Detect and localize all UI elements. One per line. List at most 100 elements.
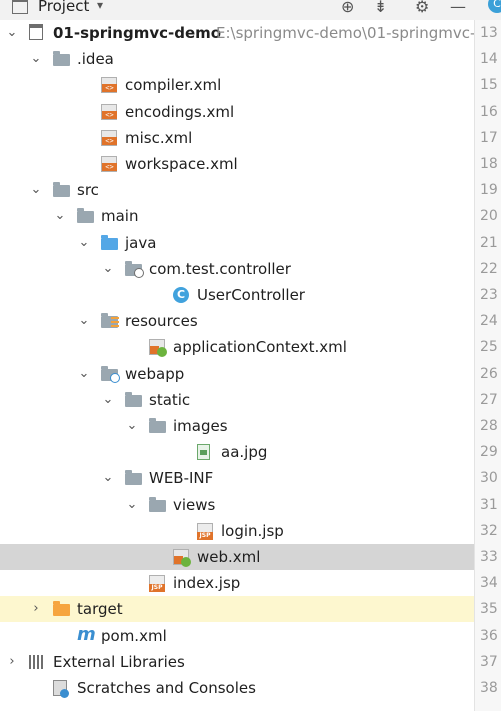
folder-icon — [53, 182, 70, 198]
line-number: 23 — [480, 287, 498, 303]
chevron-down-icon[interactable]: ⌄ — [78, 234, 90, 250]
tree-item-label: resources — [125, 312, 198, 331]
line-number: 19 — [480, 182, 498, 199]
chevron-down-icon[interactable]: ⌄ — [78, 313, 90, 329]
chevron-down-icon[interactable]: ⌄ — [102, 260, 114, 276]
chevron-down-icon[interactable]: ⌄ — [102, 470, 114, 486]
web-xml-icon — [173, 549, 191, 567]
chevron-down-icon[interactable]: ⌄ — [30, 51, 42, 67]
tree-row[interactable]: ⌄ java — [0, 230, 474, 256]
tree-item-label: .idea — [77, 50, 114, 69]
panel-title[interactable]: Project — [38, 0, 90, 15]
tree-row[interactable]: login.jsp — [0, 518, 474, 544]
tree-item-label: Scratches and Consoles — [77, 679, 256, 697]
tree-row[interactable]: compiler.xml — [0, 72, 474, 98]
tree-item-label: compiler.xml — [125, 76, 222, 95]
chevron-down-icon[interactable]: ⌄ — [6, 25, 18, 40]
tree-item-label: target — [77, 600, 123, 619]
tree-item-label: workspace.xml — [125, 155, 238, 173]
tree-row[interactable]: ⌄ .idea — [0, 46, 474, 72]
tree-row[interactable]: misc.xml — [0, 125, 474, 151]
web-folder-icon — [101, 365, 120, 383]
tree-item-label: misc.xml — [125, 128, 193, 147]
tree-item-label: pom.xml — [101, 626, 167, 645]
tree-item-label: aa.jpg — [221, 443, 268, 462]
tree-row[interactable]: ⌄ webapp — [0, 361, 474, 387]
line-number: 33 — [480, 549, 498, 565]
jsp-file-icon — [149, 575, 165, 593]
tree-row[interactable]: ⌄ resources — [0, 308, 474, 334]
tree-row[interactable]: ⌄images — [0, 413, 474, 439]
line-number: 17 — [480, 129, 498, 146]
line-number: 30 — [480, 470, 498, 487]
folder-icon — [125, 391, 142, 407]
module-path: E:\springmvc-demo\01-springmvc-c — [216, 24, 474, 42]
module-folder-icon — [29, 24, 43, 40]
line-number: 28 — [480, 418, 498, 434]
source-folder-icon — [101, 234, 118, 250]
tree-row[interactable]: applicationContext.xml — [0, 334, 474, 360]
line-number: 37 — [480, 653, 498, 670]
tree-item-label: applicationContext.xml — [173, 338, 347, 357]
chevron-right-icon[interactable]: › — [33, 601, 39, 617]
tree-row[interactable]: ›External Libraries — [0, 649, 474, 675]
hide-icon[interactable]: — — [450, 0, 466, 16]
line-number: 35 — [480, 601, 498, 618]
tree-item-label: main — [101, 207, 139, 226]
chevron-down-icon[interactable]: ⌄ — [126, 496, 138, 512]
tree-row[interactable]: web.xml — [0, 544, 474, 570]
tree-item-label: java — [125, 233, 157, 252]
chevron-down-icon[interactable]: ⌄ — [78, 365, 90, 381]
tree-row[interactable]: › target — [0, 596, 474, 623]
chevron-down-icon[interactable]: ⌄ — [126, 418, 138, 433]
line-number: 22 — [480, 260, 498, 277]
chevron-right-icon[interactable]: › — [9, 653, 15, 669]
tree-item-label: webapp — [125, 364, 185, 383]
tree-row[interactable]: ⌄static — [0, 387, 474, 413]
tree-row[interactable]: index.jsp — [0, 570, 474, 596]
folder-icon — [53, 51, 70, 67]
line-number: 16 — [480, 103, 498, 120]
line-number: 38 — [480, 680, 498, 696]
tree-item-label: UserController — [197, 286, 305, 304]
locate-icon[interactable]: ⊕ — [341, 0, 355, 16]
tree-row[interactable]: ⌄src — [0, 177, 474, 203]
package-icon — [125, 260, 144, 278]
chevron-down-icon[interactable]: ⌄ — [30, 182, 42, 198]
tree-row[interactable]: encodings.xml — [0, 99, 474, 125]
gear-icon[interactable]: ⚙ — [415, 0, 430, 16]
spring-xml-icon — [149, 339, 167, 358]
line-number: 18 — [480, 156, 498, 172]
tree-row[interactable]: Scratches and Consoles — [0, 675, 474, 701]
folder-icon — [149, 418, 166, 433]
tree-item-label: 01-springmvc-demo — [53, 24, 222, 42]
image-file-icon — [197, 444, 210, 461]
chevron-down-icon[interactable]: ⌄ — [102, 391, 114, 407]
class-tab-icon[interactable]: C — [488, 0, 501, 13]
tree-row[interactable]: ⌄com.test.controller — [0, 256, 474, 282]
tree-row[interactable]: m pom.xml — [0, 623, 474, 649]
tree-row[interactable]: ⌄ views — [0, 492, 474, 518]
line-number: 29 — [480, 444, 498, 461]
tree-item-label: views — [173, 495, 216, 514]
maven-icon: m — [77, 623, 96, 645]
tree-row[interactable]: aa.jpg — [0, 439, 474, 465]
tree-row[interactable]: ⌄ main — [0, 203, 474, 229]
chevron-down-icon[interactable]: ⌄ — [54, 208, 66, 224]
folder-icon — [149, 496, 166, 512]
collapse-all-icon[interactable]: ⇟ — [374, 0, 388, 16]
scratches-icon — [53, 680, 69, 698]
tree-row[interactable]: ⌄WEB-INF — [0, 465, 474, 491]
resources-folder-icon — [101, 313, 119, 329]
libraries-icon — [29, 654, 45, 669]
line-number: 31 — [480, 496, 498, 513]
line-number: 26 — [480, 365, 498, 382]
line-number: 20 — [480, 208, 498, 225]
chevron-down-icon[interactable]: ▾ — [97, 0, 104, 12]
tree-item-label: encodings.xml — [125, 102, 235, 121]
tree-row[interactable]: workspace.xml — [0, 151, 474, 177]
project-icon — [12, 0, 28, 14]
tree-item-label: web.xml — [197, 548, 261, 566]
